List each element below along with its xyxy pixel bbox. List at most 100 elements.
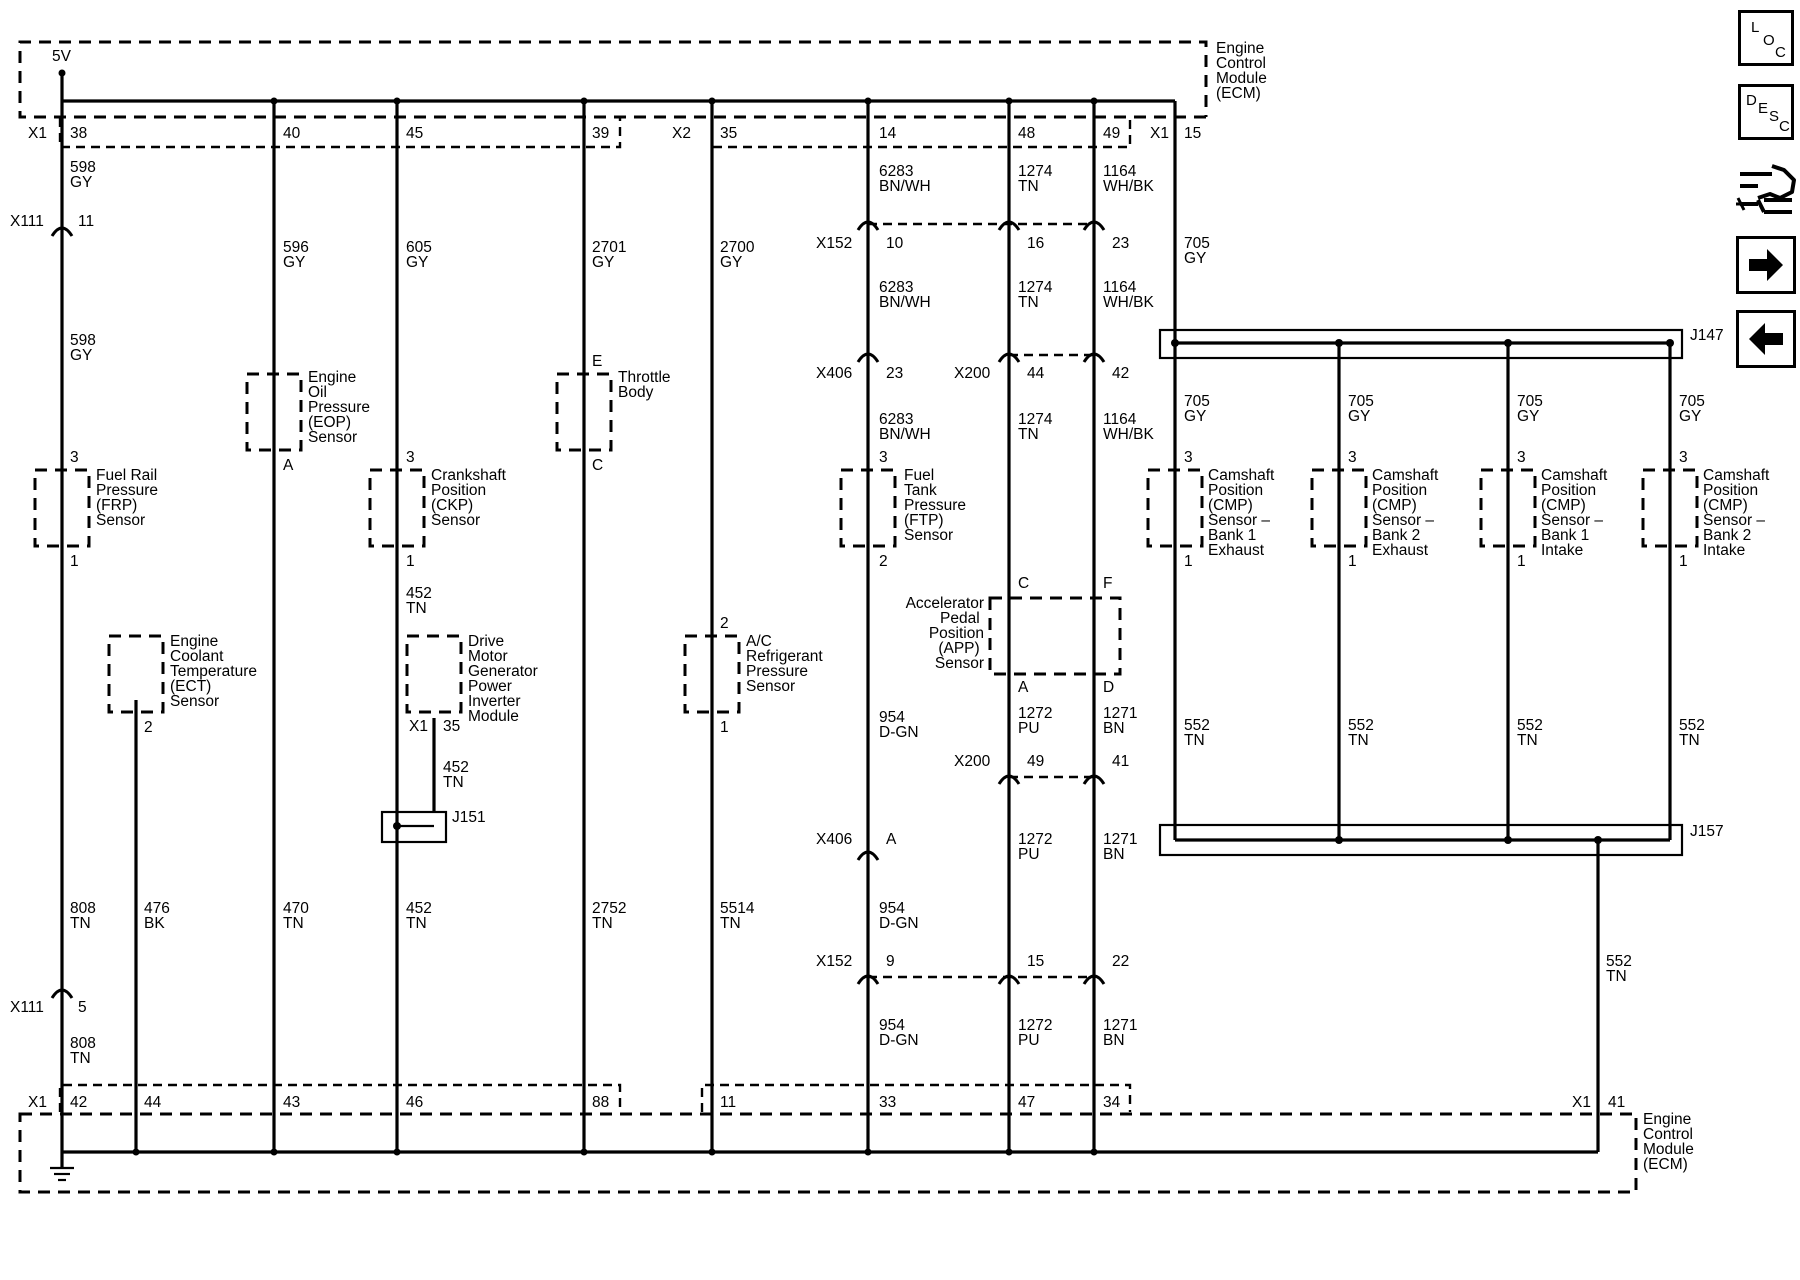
svg-text:A: A [1018, 679, 1029, 696]
svg-text:43: 43 [283, 1094, 300, 1111]
connector-pinout-button[interactable] [1734, 160, 1798, 222]
svg-text:41: 41 [1608, 1094, 1625, 1111]
j157-splice-pack [1158, 823, 1684, 857]
inline-connector-symbols [50, 220, 1106, 999]
svg-text:23: 23 [886, 365, 903, 382]
svg-text:J147: J147 [1690, 327, 1724, 344]
svg-text:A: A [283, 457, 294, 474]
svg-text:X111: X111 [10, 999, 44, 1016]
svg-text:49: 49 [1103, 125, 1120, 142]
svg-text:1: 1 [1679, 553, 1688, 570]
cmp1-sensor-box [1146, 468, 1204, 548]
svg-text:2: 2 [720, 615, 729, 632]
svg-text:X406: X406 [816, 365, 852, 382]
svg-text:X1: X1 [409, 718, 428, 735]
svg-text:X152: X152 [816, 953, 852, 970]
svg-text:3: 3 [1679, 449, 1688, 466]
desc-letter-s: S [1769, 108, 1780, 125]
loc-letter-c: C [1775, 44, 1786, 61]
svg-text:14: 14 [879, 125, 897, 142]
connector-pinout-icon [1736, 164, 1796, 214]
previous-page-button[interactable] [1736, 310, 1796, 368]
x2-top-connector-outline [710, 118, 1132, 149]
x1-top-connector-outline [58, 118, 622, 149]
next-page-button[interactable] [1736, 236, 1796, 294]
svg-text:3: 3 [1348, 449, 1357, 466]
cmp3-sensor-box [1479, 468, 1537, 548]
svg-text:X111: X111 [10, 213, 44, 230]
svg-text:47: 47 [1018, 1094, 1035, 1111]
description-button[interactable]: D E S C [1738, 84, 1794, 140]
svg-text:3: 3 [406, 449, 415, 466]
svg-text:42: 42 [1112, 365, 1129, 382]
loc-letter-o: O [1763, 32, 1775, 49]
ecm-bottom-label: Engine Control Module (ECM) [1643, 1111, 1698, 1173]
svg-text:33: 33 [879, 1094, 896, 1111]
svg-text:A: A [886, 831, 897, 848]
app-sensor-box [988, 596, 1122, 676]
svg-text:16: 16 [1027, 235, 1044, 252]
ftp-sensor-box [839, 468, 897, 548]
svg-text:2: 2 [144, 719, 153, 736]
svg-text:J151: J151 [452, 809, 486, 826]
svg-text:44: 44 [144, 1094, 162, 1111]
location-button[interactable]: L O C [1738, 10, 1794, 66]
loc-letter-l: L [1751, 19, 1760, 36]
svg-text:39: 39 [592, 125, 609, 142]
inline-pin-numbers: 11 5 10 16 23 23 44 42 49 41 A 9 15 22 3… [78, 213, 1129, 1016]
svg-text:1: 1 [406, 553, 415, 570]
component-boxes [33, 372, 1699, 714]
frp-sensor-box [33, 468, 91, 548]
svg-text:3: 3 [70, 449, 79, 466]
svg-text:49: 49 [1027, 753, 1044, 770]
j151-node [393, 822, 401, 830]
svg-text:3: 3 [1184, 449, 1193, 466]
ect-sensor-box [107, 634, 165, 714]
svg-text:X406: X406 [816, 831, 852, 848]
svg-text:10: 10 [886, 235, 904, 252]
svg-text:34: 34 [1103, 1094, 1121, 1111]
arrow-left-icon [1749, 323, 1783, 355]
ground-taps [132, 1148, 1098, 1156]
svg-text:X200: X200 [954, 753, 991, 770]
svg-text:35: 35 [720, 125, 737, 142]
svg-text:44: 44 [1027, 365, 1045, 382]
svg-text:46: 46 [406, 1094, 423, 1111]
svg-text:35: 35 [443, 718, 460, 735]
svg-text:3: 3 [879, 449, 888, 466]
